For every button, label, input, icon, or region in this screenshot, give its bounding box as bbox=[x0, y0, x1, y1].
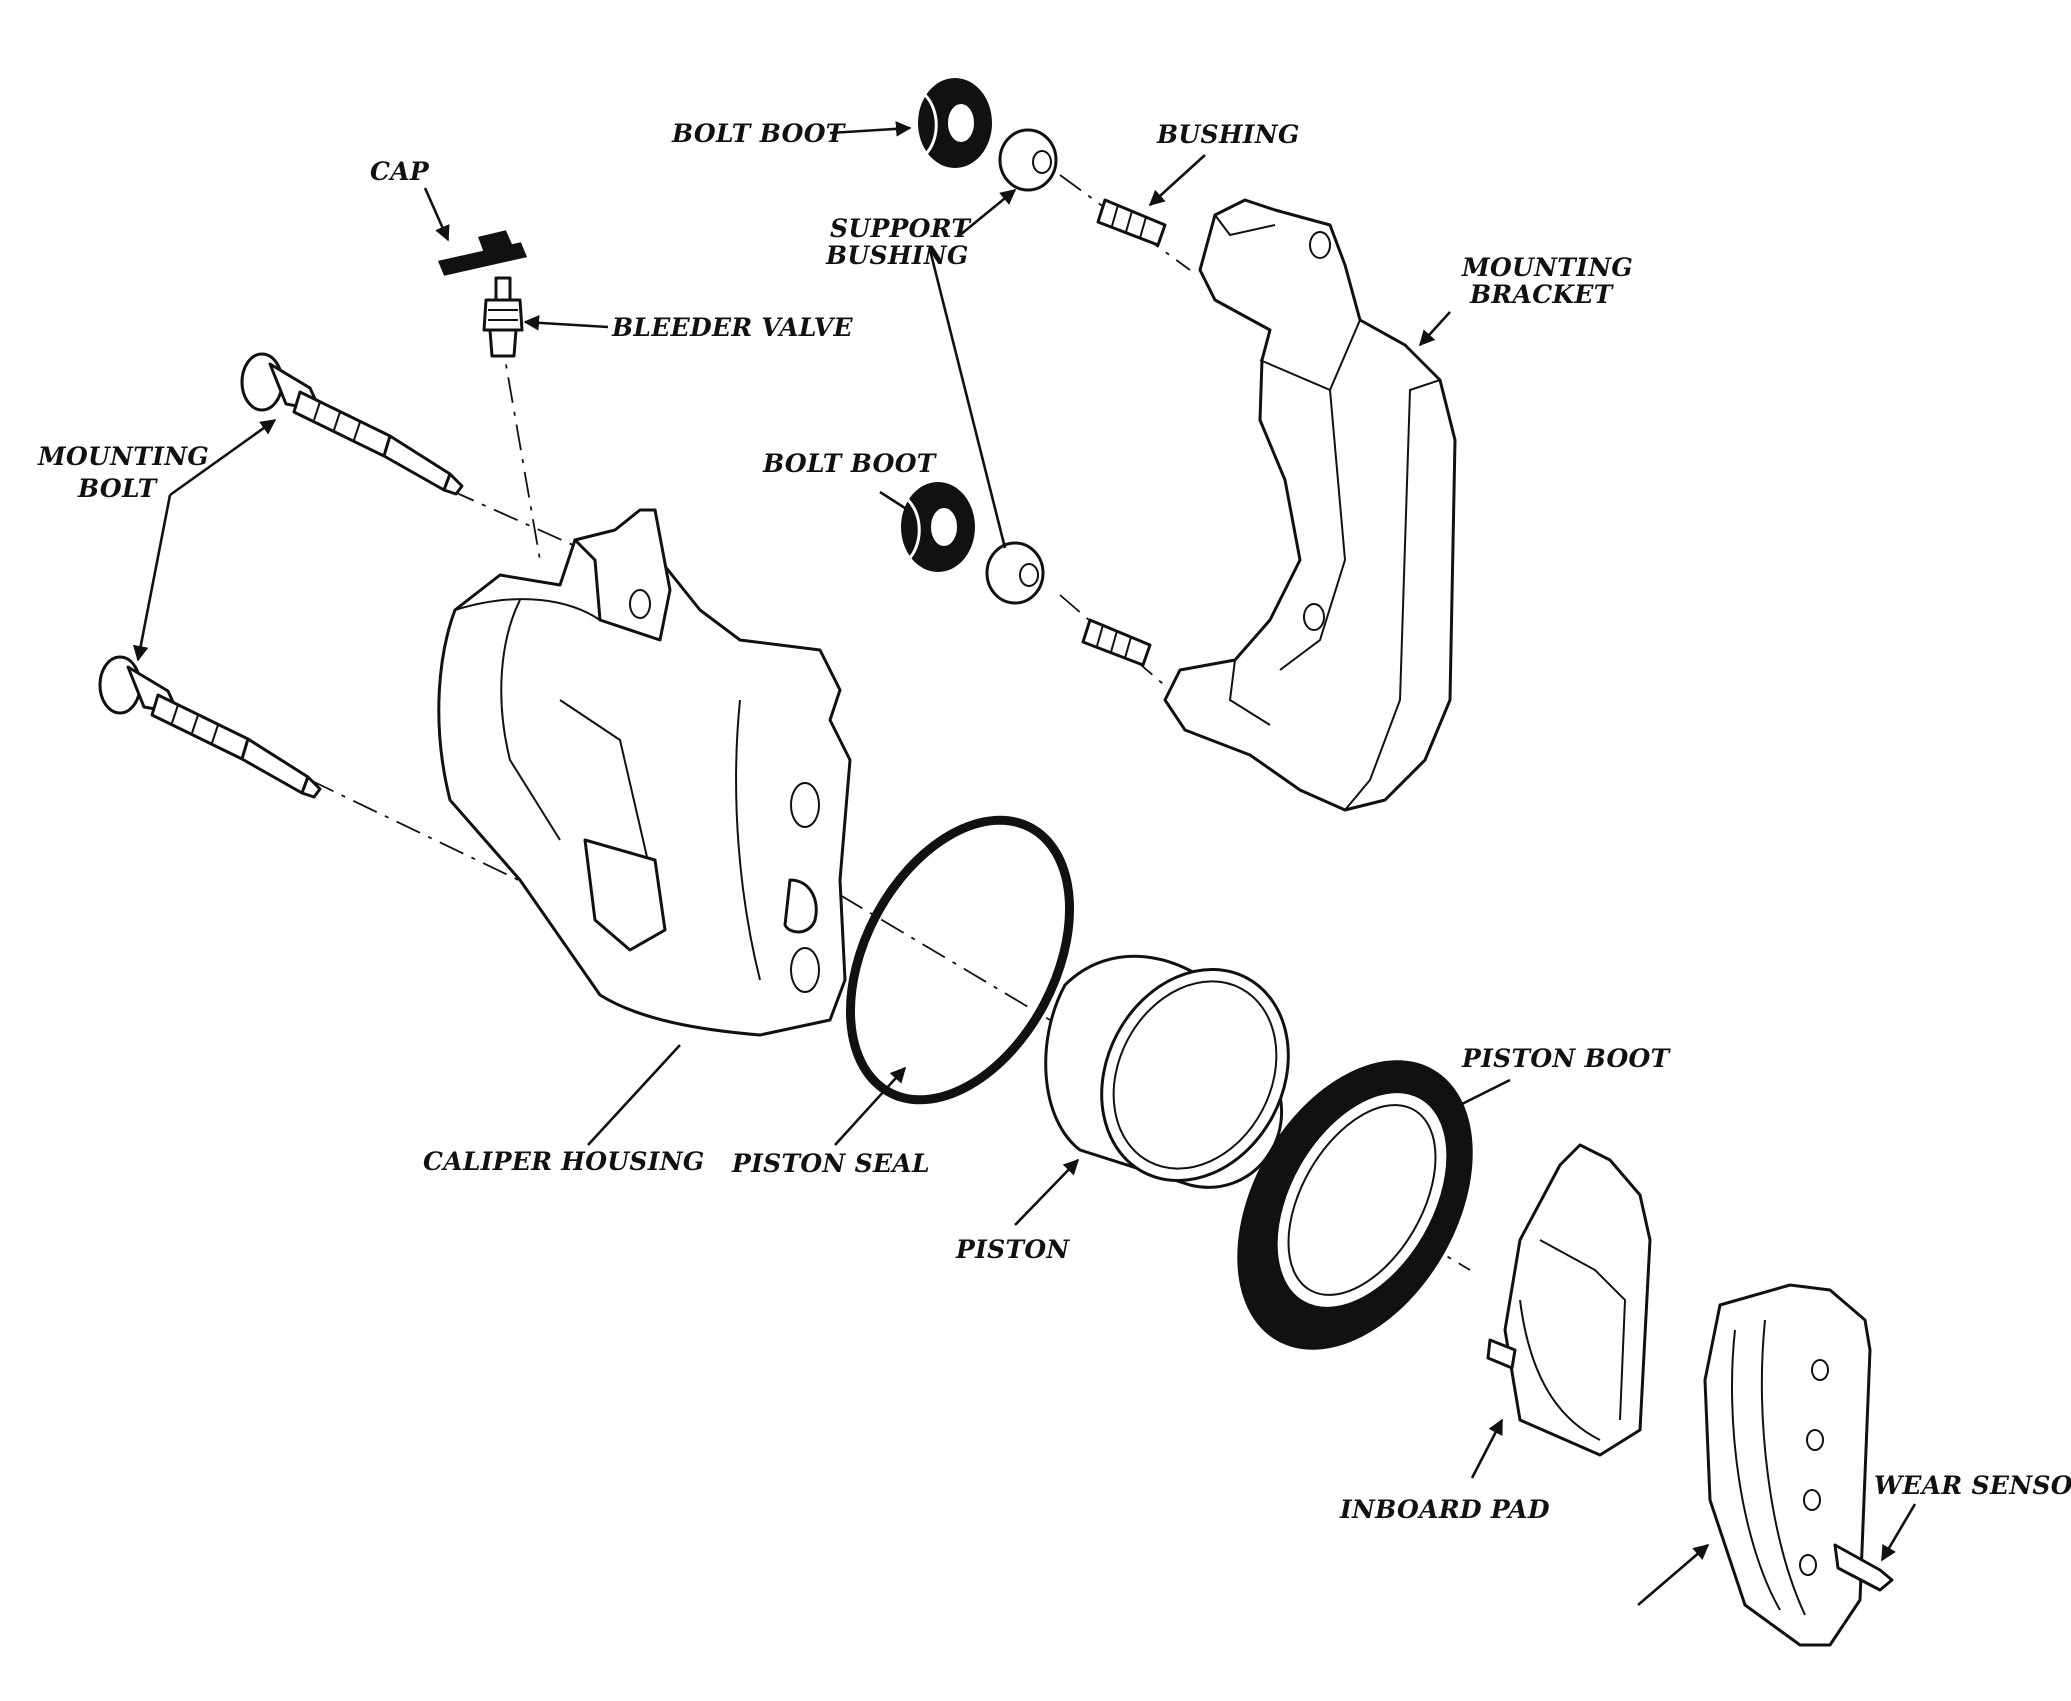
mounting-bracket-label-line1: MOUNTING bbox=[1461, 253, 1633, 282]
bushing-lower-part bbox=[1081, 618, 1152, 667]
outboard-pad-part bbox=[1703, 1283, 1872, 1647]
caliper-housing-label: CALIPER HOUSING bbox=[423, 1147, 705, 1176]
bolt-boot-upper-part bbox=[918, 78, 992, 168]
bushing-upper-part bbox=[1096, 198, 1167, 247]
cap-part bbox=[437, 230, 528, 276]
mounting-bracket-part bbox=[1163, 198, 1457, 812]
inboard-pad-label: INBOARD PAD bbox=[1339, 1495, 1550, 1524]
leader-lines bbox=[133, 121, 1917, 1606]
bleeder-valve-part bbox=[482, 276, 524, 358]
support-bushing-label-line1: SUPPORT bbox=[830, 214, 972, 243]
bushing-label: BUSHING bbox=[1156, 120, 1300, 149]
piston-label: PISTON bbox=[955, 1235, 1070, 1264]
support-bushing-upper-part bbox=[998, 128, 1058, 192]
bleeder-valve-label: BLEEDER VALVE bbox=[611, 313, 853, 342]
piston-part bbox=[1044, 954, 1290, 1189]
piston-boot-part bbox=[1237, 1060, 1473, 1350]
bolt-boot-lower-part bbox=[901, 482, 975, 572]
inboard-pad-part bbox=[1486, 1143, 1652, 1457]
bolt-boot-top-label: BOLT BOOT bbox=[671, 119, 847, 148]
mounting-bolt-label-line2: BOLT bbox=[77, 474, 159, 503]
bolt-boot-middle-label: BOLT BOOT bbox=[762, 449, 938, 478]
piston-seal-label: PISTON SEAL bbox=[731, 1149, 930, 1178]
mounting-bracket-label-line2: BRACKET bbox=[1469, 280, 1615, 309]
wear-sensor-label: WEAR SENSOR bbox=[1874, 1471, 2071, 1500]
piston-boot-label: PISTON BOOT bbox=[1461, 1044, 1672, 1073]
mounting-bolt-label-line1: MOUNTING bbox=[37, 442, 209, 471]
support-bushing-label-line2: BUSHING bbox=[825, 241, 969, 270]
caliper-housing-part bbox=[437, 508, 852, 1037]
mounting-bolt-upper bbox=[240, 352, 464, 496]
support-bushing-lower-part bbox=[985, 541, 1045, 605]
wear-sensor-part bbox=[1833, 1543, 1894, 1592]
piston-seal-part bbox=[845, 815, 1075, 1105]
mounting-bolt-lower bbox=[98, 655, 322, 799]
cap-label: CAP bbox=[370, 157, 430, 186]
